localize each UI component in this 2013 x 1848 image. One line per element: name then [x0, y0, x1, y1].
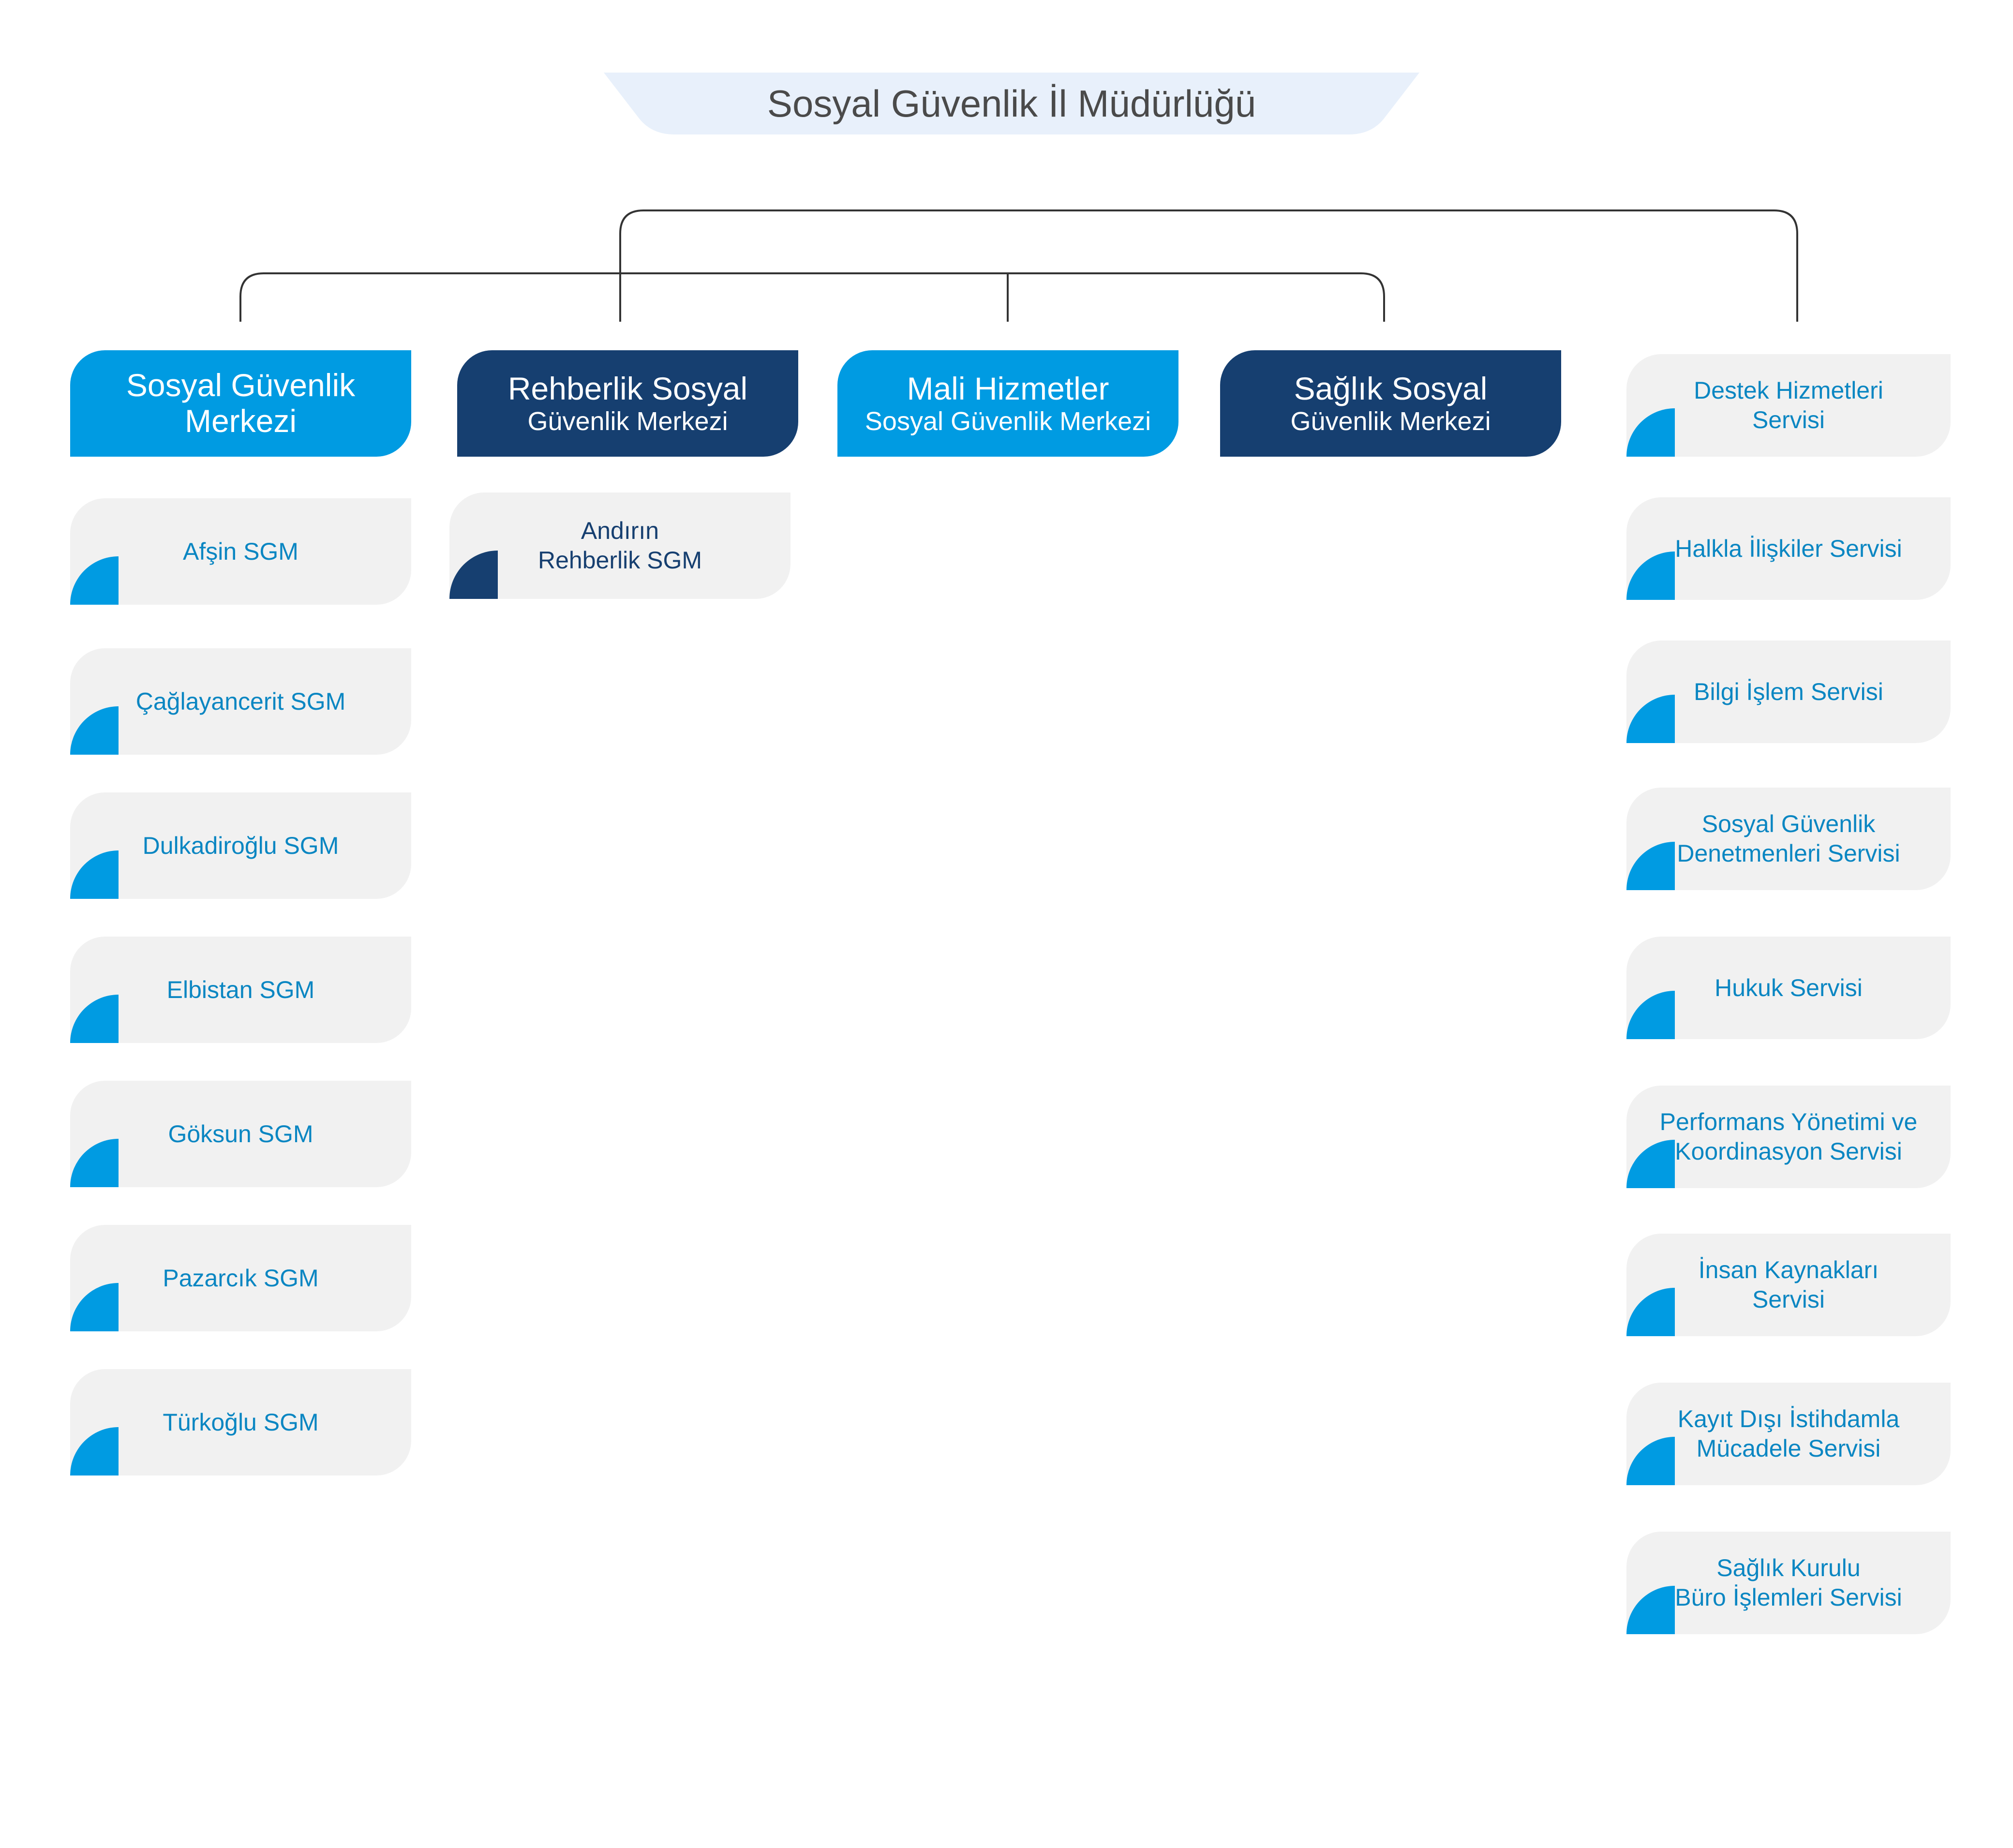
card-label-line2: Mücadele Servisi [1696, 1435, 1881, 1462]
card-label-line2: Servisi [1752, 406, 1825, 433]
service-card-kayit-disi[interactable]: Kayıt Dışı İstihdamla Mücadele Servisi [1626, 1383, 1951, 1485]
service-card-performans[interactable]: Performans Yönetimi ve Koordinasyon Serv… [1626, 1086, 1951, 1188]
service-card-hukuk[interactable]: Hukuk Servisi [1626, 937, 1951, 1039]
title-shape [604, 73, 1419, 134]
card-corner-quadrant [70, 1427, 119, 1475]
sgm-card-afsin[interactable]: Afşin SGM [70, 498, 411, 605]
card-corner-quadrant [70, 1283, 119, 1331]
service-card-bilgi-islem[interactable]: Bilgi İşlem Servisi [1626, 641, 1951, 743]
card-label-line2: Büro İşlemleri Servisi [1675, 1584, 1902, 1611]
card-corner-quadrant [70, 995, 119, 1043]
card-label: Andırın [581, 517, 659, 544]
center-head-line2: Güvenlik Merkezi [1290, 406, 1491, 436]
card-label: Halkla İlişkiler Servisi [1675, 535, 1902, 562]
card-label: Dulkadiroğlu SGM [142, 832, 339, 859]
center-head-line1: Sağlık Sosyal [1294, 370, 1488, 406]
card-label: Kayıt Dışı İstihdamla [1677, 1405, 1900, 1432]
card-label: Göksun SGM [168, 1120, 313, 1148]
card-corner-quadrant [70, 706, 119, 755]
center-head-sgm[interactable]: Sosyal Güvenlik Merkezi [70, 350, 411, 457]
card-corner-quadrant [70, 1139, 119, 1187]
sgm-card-elbistan[interactable]: Elbistan SGM [70, 937, 411, 1043]
card-corner-quadrant [70, 850, 119, 899]
card-corner-quadrant [1626, 1288, 1675, 1336]
page-title: Sosyal Güvenlik İl Müdürlüğü [767, 82, 1256, 125]
card-label: İnsan Kaynakları [1698, 1256, 1879, 1283]
card-corner-quadrant [1626, 842, 1675, 890]
sgm-card-pazarcik[interactable]: Pazarcık SGM [70, 1225, 411, 1331]
service-card-saglik-kurulu[interactable]: Sağlık Kurulu Büro İşlemleri Servisi [1626, 1532, 1951, 1634]
card-label-line2: Denetmenleri Servisi [1677, 840, 1900, 867]
center-head-line1: Sosyal Güvenlik [126, 367, 356, 403]
card-label: Bilgi İşlem Servisi [1694, 678, 1883, 705]
card-label: Destek Hizmetleri [1694, 377, 1883, 404]
card-label: Çağlayancerit SGM [135, 687, 346, 715]
center-head-line2: Merkezi [184, 403, 297, 439]
center-head-line2: Güvenlik Merkezi [527, 406, 728, 436]
card-label: Performans Yönetimi ve [1659, 1108, 1918, 1135]
card-label: Pazarcık SGM [163, 1264, 319, 1292]
card-label: Afşin SGM [183, 537, 298, 565]
card-corner-quadrant [1626, 991, 1675, 1039]
card-label: Sağlık Kurulu [1716, 1554, 1861, 1581]
card-corner-quadrant [1626, 1437, 1675, 1485]
service-card-denetmenleri[interactable]: Sosyal Güvenlik Denetmenleri Servisi [1626, 788, 1951, 890]
center-head-rehberlik[interactable]: Rehberlik Sosyal Güvenlik Merkezi [457, 350, 798, 457]
card-corner-quadrant [70, 556, 119, 605]
card-corner-quadrant [1626, 408, 1675, 457]
service-card-halkla-iliskiler[interactable]: Halkla İlişkiler Servisi [1626, 497, 1951, 600]
center-head-line1: Mali Hizmetler [907, 370, 1109, 406]
card-corner-quadrant [449, 551, 498, 599]
card-label-line2: Rehberlik SGM [538, 547, 702, 574]
card-label-line2: Koordinasyon Servisi [1675, 1138, 1902, 1165]
sgm-card-caglayancerit[interactable]: Çağlayancerit SGM [70, 648, 411, 755]
card-label: Elbistan SGM [166, 976, 315, 1003]
card-label-line2: Servisi [1752, 1286, 1825, 1313]
card-label: Hukuk Servisi [1715, 974, 1863, 1001]
sgm-card-turkoglu[interactable]: Türkoğlu SGM [70, 1369, 411, 1475]
card-corner-quadrant [1626, 551, 1675, 600]
service-card-destek[interactable]: Destek Hizmetleri Servisi [1626, 354, 1951, 457]
root-node-title-box: Sosyal Güvenlik İl Müdürlüğü [604, 73, 1419, 134]
card-label: Sosyal Güvenlik [1701, 810, 1876, 837]
card-label: Türkoğlu SGM [163, 1408, 319, 1436]
service-card-insan-kaynaklari[interactable]: İnsan Kaynakları Servisi [1626, 1234, 1951, 1336]
card-corner-quadrant [1626, 1586, 1675, 1634]
center-head-mali[interactable]: Mali Hizmetler Sosyal Güvenlik Merkezi [837, 350, 1178, 457]
sgm-card-goksun[interactable]: Göksun SGM [70, 1081, 411, 1187]
rehberlik-card-andirin[interactable]: Andırın Rehberlik SGM [449, 492, 790, 599]
sgm-card-dulkadiroglu[interactable]: Dulkadiroğlu SGM [70, 792, 411, 899]
center-head-line2: Sosyal Güvenlik Merkezi [865, 406, 1151, 436]
center-head-line1: Rehberlik Sosyal [507, 370, 748, 406]
card-corner-quadrant [1626, 1140, 1675, 1188]
card-corner-quadrant [1626, 695, 1675, 743]
center-head-saglik[interactable]: Sağlık Sosyal Güvenlik Merkezi [1220, 350, 1561, 457]
